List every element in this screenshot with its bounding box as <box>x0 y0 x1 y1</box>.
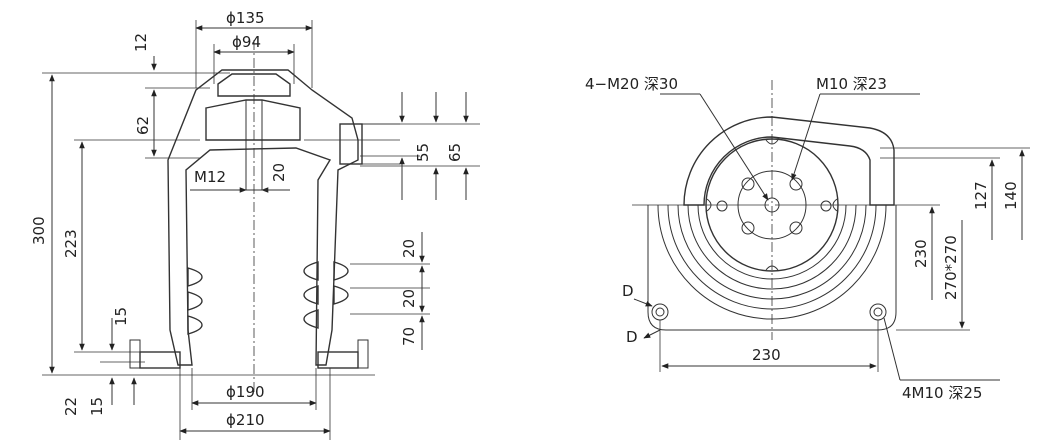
dim-m12: M12 <box>194 168 226 186</box>
metal-insert <box>205 99 301 141</box>
dim-dia-210: ϕ210 <box>226 411 265 429</box>
dim-70: 70 <box>400 327 418 346</box>
dim-20-rib-a: 20 <box>400 239 418 258</box>
dim-22: 22 <box>62 397 80 416</box>
bolt-right <box>357 339 369 369</box>
dim-300: 300 <box>30 216 48 245</box>
label-mount-holes: 4M10 深25 <box>902 384 982 402</box>
top-boss <box>217 73 291 97</box>
dim-55: 55 <box>414 143 432 162</box>
outer-ring-section <box>683 116 895 206</box>
dim-dia-135: ϕ135 <box>226 9 265 27</box>
bolt-left <box>129 339 141 369</box>
dim-20-center: 20 <box>270 163 288 182</box>
dim-dia-94: ϕ94 <box>232 33 261 51</box>
dim-65: 65 <box>446 143 464 162</box>
plan-view: 4−M20 深30 M10 深23 127 140 230 270*270 D … <box>585 75 1030 402</box>
dim-230-vertical: 230 <box>912 239 930 268</box>
dim-140: 140 <box>1002 181 1020 210</box>
ribs-right <box>303 261 349 329</box>
dim-127: 127 <box>972 181 990 210</box>
dim-62: 62 <box>134 116 152 135</box>
dim-20-rib-b: 20 <box>400 289 418 308</box>
dim-15-side: 15 <box>112 307 130 326</box>
side-outlet <box>339 123 363 165</box>
m20-holes <box>716 177 832 235</box>
bushing-wall-section <box>167 69 359 366</box>
label-m20-holes: 4−M20 深30 <box>585 75 678 93</box>
dim-15-bottom: 15 <box>88 397 106 416</box>
ribs-left <box>187 267 203 335</box>
label-m10-hole: M10 深23 <box>816 75 887 93</box>
label-d-top: D <box>622 282 634 300</box>
dim-12: 12 <box>132 33 150 52</box>
base-flange-left <box>139 351 181 369</box>
dim-dia-190: ϕ190 <box>226 383 265 401</box>
dim-230-horizontal: 230 <box>752 346 781 364</box>
label-d-bottom: D <box>626 328 638 346</box>
section-view: ϕ135 ϕ94 12 62 300 223 M12 20 55 65 20 2… <box>30 9 480 440</box>
dim-270: 270*270 <box>942 235 960 300</box>
dim-223: 223 <box>62 229 80 258</box>
mounting-holes <box>651 303 887 321</box>
